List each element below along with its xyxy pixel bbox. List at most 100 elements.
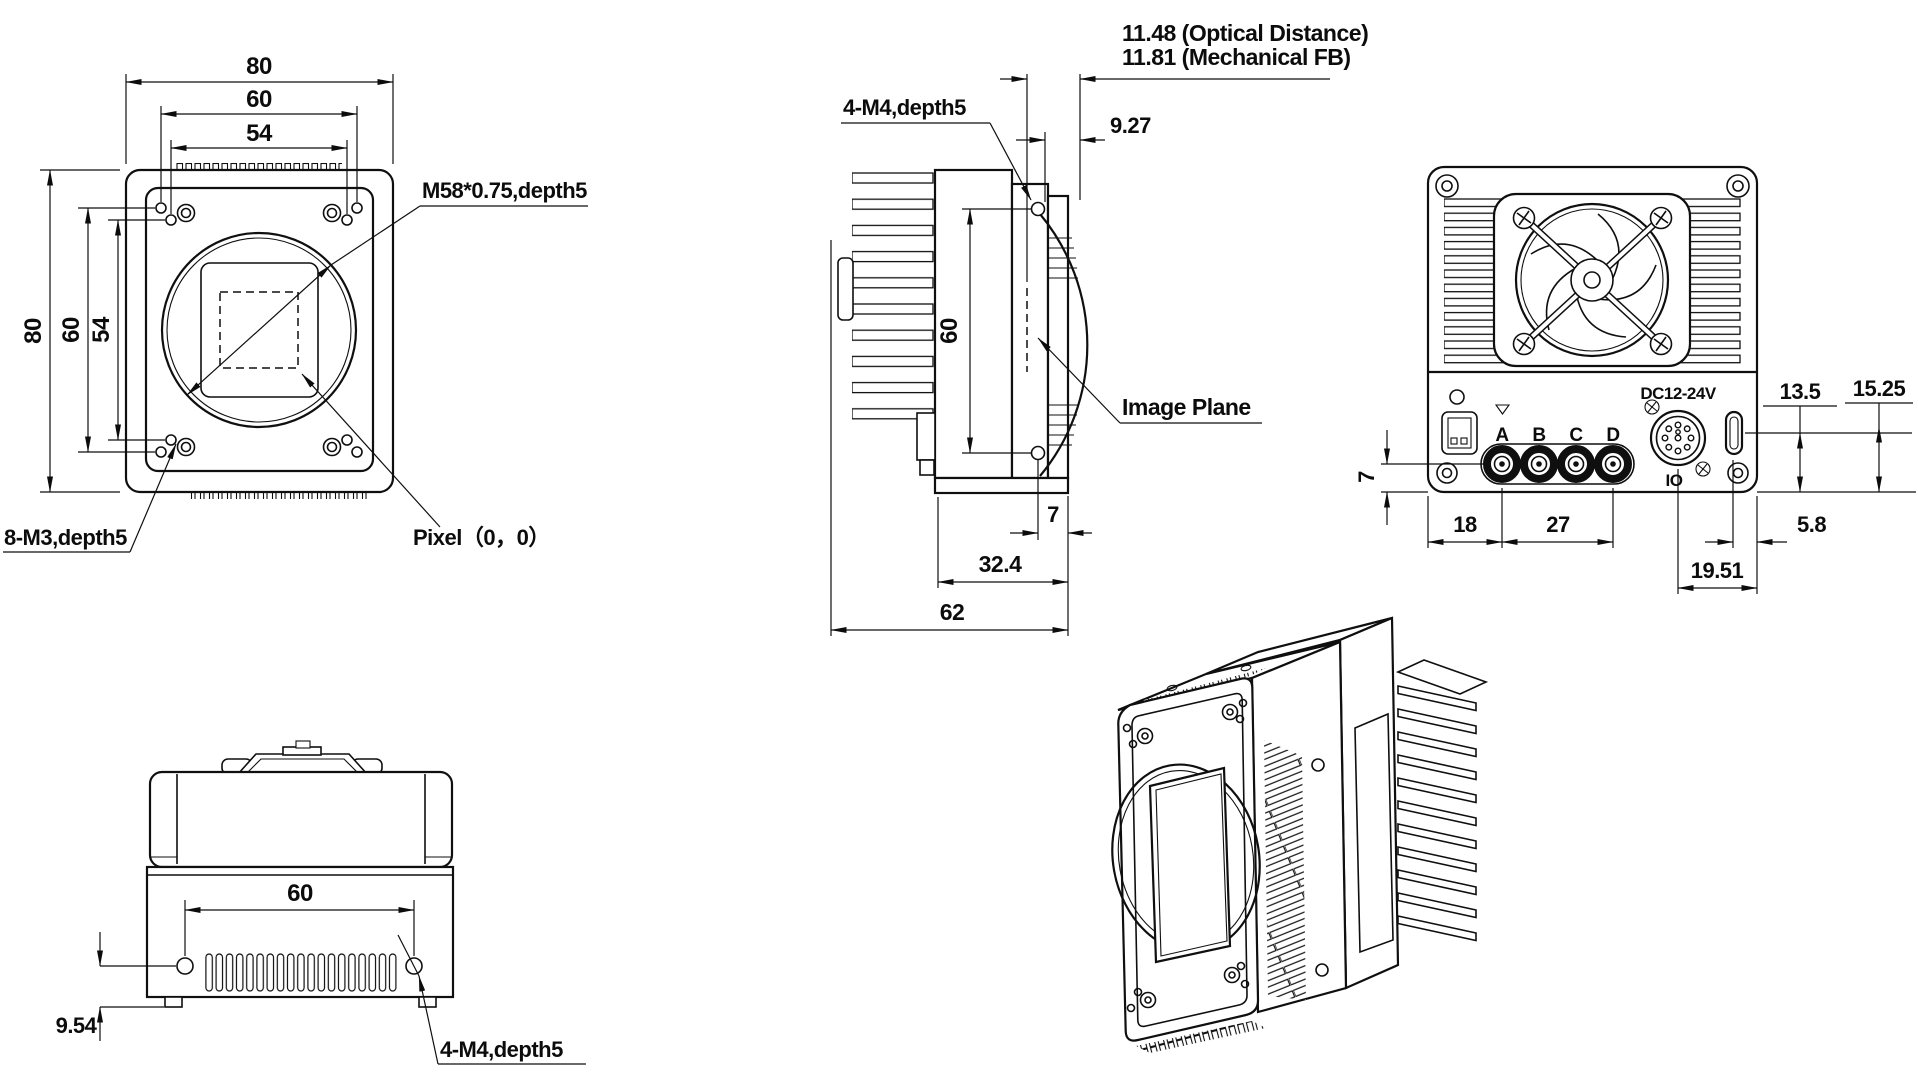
back-dim-left: 7: [1354, 430, 1486, 525]
front-dim-80h: 80: [20, 318, 47, 344]
pixel-origin-label: Pixel（0，0）: [413, 525, 550, 550]
port-label-a: A: [1495, 425, 1509, 446]
front-callouts: M58*0.75,depth5 8-M3,depth5 Pixel（0，0）: [3, 178, 588, 553]
back-dim-1951: 19.51: [1691, 558, 1744, 583]
port-label-c: C: [1569, 425, 1583, 446]
front-dim-54w: 54: [246, 120, 273, 147]
fan-screws: [1512, 206, 1673, 356]
side-base: [933, 476, 1070, 495]
lens-mount-circle: [160, 231, 358, 429]
side-dim-324: 32.4: [979, 551, 1022, 577]
bottom-dim-60: 60: [184, 880, 415, 956]
front-dims-vertical: 80 60 54: [20, 169, 165, 493]
m4-callout-side: 4-M4,depth5: [843, 95, 966, 120]
bottom-latch: [221, 740, 383, 775]
front-dims-horizontal: 80 60 54: [125, 53, 394, 214]
front-dim-80w: 80: [246, 53, 272, 80]
back-dim-58: 5.8: [1797, 512, 1826, 537]
led-indicator: [1449, 389, 1465, 405]
front-dim-60h: 60: [58, 317, 85, 343]
iso-side-louvers: [1264, 740, 1306, 1000]
bottom-m4-callout: 4-M4,depth5: [397, 934, 586, 1065]
image-plane-callout: Image Plane: [1037, 337, 1262, 424]
side-dim-7: 7: [1047, 502, 1059, 527]
isometric-view: [1111, 616, 1489, 1053]
usb-c-port: [1724, 410, 1744, 456]
thread-callout-label: M58*0.75,depth5: [422, 178, 587, 203]
front-dim-60w: 60: [246, 86, 272, 113]
front-plate-outline: [144, 186, 375, 473]
coax-connector-a: [1483, 445, 1521, 483]
mechanical-fb-label: 11.81 (Mechanical FB): [1122, 44, 1351, 70]
iso-sensor-inner: [1155, 773, 1228, 957]
back-dims-right: 13.5 15.25: [1745, 376, 1916, 493]
bottom-view: 60 9.54 4-M4,depth5: [56, 740, 586, 1065]
image-plane-label: Image Plane: [1122, 394, 1251, 420]
side-dim-60: 60: [936, 318, 963, 344]
lens-dome: [1039, 213, 1089, 477]
optical-distance-label: 11.48 (Optical Distance): [1122, 20, 1368, 46]
coax-connector-d: [1594, 445, 1632, 483]
port-a-marker: [1494, 404, 1511, 415]
side-mount-foot: [919, 459, 935, 476]
port-label-d: D: [1606, 425, 1619, 446]
coax-connectors: [1483, 445, 1632, 483]
panel-screw-1: [1644, 399, 1660, 415]
bottom-foot-left: [164, 996, 183, 1008]
iso-mount-plate: [1131, 692, 1248, 1028]
side-view: 11.48 (Optical Distance) 11.81 (Mechanic…: [830, 20, 1369, 636]
side-dim-62: 62: [940, 599, 965, 625]
side-dim-height: 60: [936, 208, 1031, 454]
coax-connector-c: [1557, 445, 1595, 483]
iso-sensor: [1148, 766, 1232, 964]
back-dim-135: 13.5: [1780, 379, 1821, 404]
coax-connector-b: [1520, 445, 1558, 483]
front-dim-54h: 54: [88, 316, 115, 343]
heatsink-clip: [837, 257, 854, 321]
iso-side-hole-bottom: [1315, 963, 1329, 977]
side-mount-boss: [916, 412, 936, 461]
side-heatsink-fins: [852, 170, 935, 432]
flange-dim-label: 9.27: [1110, 113, 1151, 138]
power-connector: [1441, 411, 1478, 455]
iso-corner-screws: [1122, 698, 1250, 1013]
io-label: IO: [1666, 471, 1683, 490]
side-dims-top: 11.48 (Optical Distance) 11.81 (Mechanic…: [841, 20, 1369, 282]
power-label: DC12-24V: [1640, 384, 1717, 403]
back-dim-7: 7: [1354, 471, 1379, 483]
bottom-dim-954-label: 9.54: [56, 1013, 98, 1038]
io-connector: [1649, 409, 1707, 467]
back-dim-18: 18: [1453, 512, 1477, 537]
m3-callout-label: 8-M3,depth5: [4, 525, 127, 550]
bottom-dim-60-label: 60: [287, 880, 313, 907]
back-dim-27: 27: [1546, 512, 1570, 537]
lens-thread-circle: [166, 237, 352, 423]
front-corner-holes: [155, 202, 363, 458]
panel-screw-2: [1695, 461, 1711, 477]
bottom-dim-954: 9.54: [56, 932, 176, 1041]
side-screw-hole-top: [1030, 201, 1046, 217]
fan: [1492, 192, 1692, 368]
port-label-b: B: [1532, 425, 1545, 446]
lens-ribs: [1047, 237, 1078, 446]
bottom-hole-left: [176, 957, 194, 975]
iso-top-hole-1: [1166, 684, 1178, 692]
bottom-upper-body: [148, 770, 454, 869]
front-view: 80 60 54 80 60 54 M58*0.75,depth5 8-M3,d…: [3, 53, 588, 553]
back-dim-1525: 15.25: [1853, 376, 1906, 401]
iso-bottom-comb: [1136, 1021, 1266, 1053]
bottom-lower-body: [145, 865, 455, 999]
side-screw-hole-bottom: [1030, 445, 1046, 461]
bottom-vent-slots: [204, 953, 398, 992]
back-view: A B C D DC12-24V IO: [1354, 165, 1916, 594]
side-plate: [1010, 182, 1050, 480]
iso-slab-recess: [1354, 712, 1394, 954]
side-dims-bottom: 7 32.4 62: [830, 240, 1092, 636]
iso-side-hole-top: [1311, 758, 1325, 772]
iso-heatsink-fins: [1395, 659, 1489, 942]
bottom-m4-label: 4-M4,depth5: [440, 1037, 563, 1062]
back-dims-bottom: 18 27 5.8 19.51: [1427, 460, 1827, 594]
bottom-foot-right: [418, 996, 437, 1008]
